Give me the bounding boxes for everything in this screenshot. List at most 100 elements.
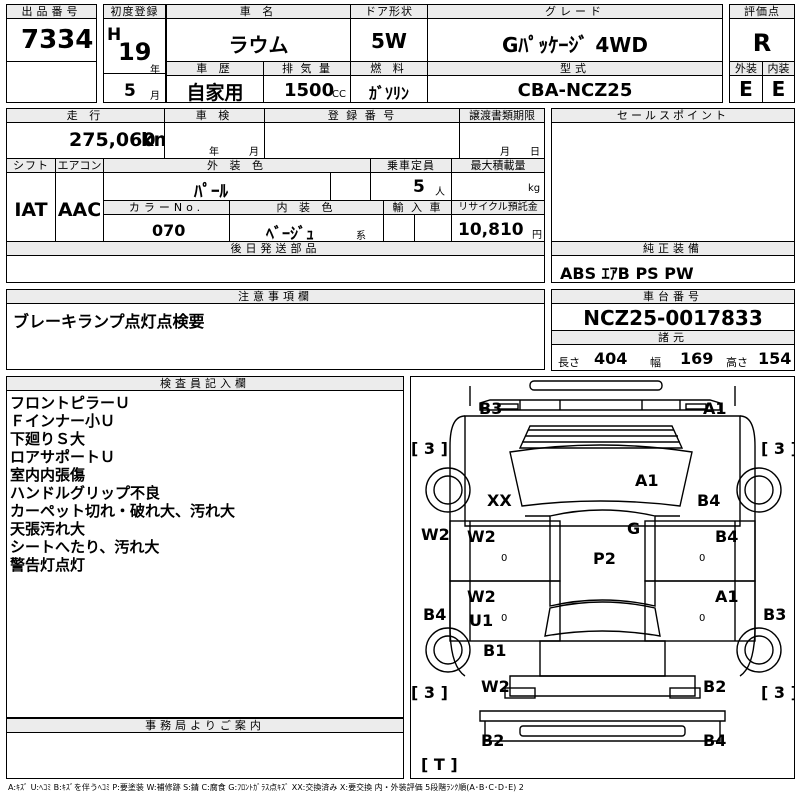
lot-number: 7334 [21, 25, 94, 55]
recycle-fee-unit: 円 [532, 230, 542, 241]
inspector-header: 検査員記入欄 [7, 377, 403, 391]
notes-header: 注意事項欄 [7, 290, 544, 304]
capacity-unit: 人 [435, 187, 445, 198]
width-label: 幅 [650, 356, 661, 369]
damage-mark: A1 [635, 471, 659, 490]
inspection-month-unit: 月 [249, 147, 259, 158]
inspector-line: フロントピラーＵ [10, 394, 131, 412]
color-number: 070 [152, 221, 186, 240]
height-value: 154 [758, 349, 792, 368]
year-unit: 年 [150, 65, 160, 76]
score-header: 評価点 [730, 5, 794, 19]
zero-mark: 0 [699, 613, 706, 624]
lot-number-blank [6, 61, 97, 103]
equipment: ABS ｴｱB PS PW [560, 264, 694, 283]
damage-mark: B4 [715, 527, 739, 546]
damage-mark: B3 [763, 605, 787, 624]
damage-mark: B4 [697, 491, 721, 510]
car-diagram-cell: B3 A1 XX A1 B4 G W2 W2 B4 P2 W2 A1 U1 B3… [410, 376, 795, 779]
exterior-grade: E [739, 77, 753, 101]
interior-cell: 内装 E [762, 61, 795, 103]
chassis-header: 車台番号 [552, 290, 794, 304]
damage-mark: B4 [703, 731, 727, 750]
import-divider [414, 215, 415, 241]
first-reg-month: 5 [124, 81, 136, 101]
color-number-header: カラーNo. [104, 201, 229, 215]
car-name: ラウム [228, 33, 289, 57]
first-registration-cell: 初度登録 H 19 年 5 月 [103, 4, 166, 103]
displacement: 1500 [284, 80, 335, 101]
transfer-deadline-cell: 譲渡書類期限 月 日 [459, 108, 545, 159]
car-name-cell: 車 名 ラウム [166, 4, 351, 62]
damage-mark: G [627, 519, 641, 538]
damage-mark: U1 [469, 611, 494, 630]
length-label: 長さ [558, 356, 580, 369]
damage-mark: A1 [703, 399, 727, 418]
tire-tread-front-right: [ 3 ] [761, 439, 795, 458]
exterior-color-header: 外 装 色 [104, 159, 370, 173]
notes-cell: 注意事項欄 ブレーキランプ点灯点検要 [6, 289, 545, 370]
exterior-color: ﾊﾟｰﾙ [194, 182, 228, 201]
tire-tread-rear-right: [ 3 ] [761, 683, 795, 702]
notes-text: ブレーキランプ点灯点検要 [13, 312, 205, 331]
length-value: 404 [594, 349, 628, 368]
equipment-cell: 純正装備 ABS ｴｱB PS PW [551, 241, 795, 283]
office-notice-header: 事務局よりご案内 [7, 719, 403, 733]
tire-tread-front-left: [ 3 ] [411, 439, 448, 458]
model-header: 型式 [428, 62, 722, 76]
recycle-fee-header: リサイクル預託金 [452, 201, 544, 215]
shift-header: シフト [7, 159, 55, 173]
damage-legend: A:ｷｽﾞ U:ﾍｺﾐ B:ｷｽﾞを伴うﾍｺﾐ P:要塗装 W:補修跡 S:錆 … [8, 783, 524, 792]
transfer-deadline-header: 譲渡書類期限 [460, 109, 544, 123]
score: R [752, 29, 772, 57]
interior-color-header: 内 装 色 [230, 201, 383, 215]
later-parts-cell: 後日発送部品 [6, 241, 545, 283]
lot-number-cell: 出品番号 7334 [6, 4, 97, 62]
door-header: ドア形状 [351, 5, 427, 19]
inspector-line: カーペット切れ・破れ大、汚れ大 [10, 502, 236, 520]
fuel: ｶﾞｿﾘﾝ [368, 84, 409, 103]
damage-mark: W2 [467, 527, 496, 546]
exterior-color-divider [330, 173, 331, 200]
displacement-unit: CC [332, 89, 346, 100]
damage-mark: A1 [715, 587, 739, 606]
damage-mark: B4 [423, 605, 447, 624]
door-cell: ドア形状 5W [350, 4, 428, 62]
fuel-cell: 燃 料 ｶﾞｿﾘﾝ [350, 61, 428, 103]
car-diagram [425, 380, 782, 742]
interior-color: ﾍﾞｰｼﾞｭ [266, 224, 315, 242]
model: CBA-NCZ25 [517, 80, 633, 101]
interior-header: 内装 [763, 62, 794, 76]
recycle-fee-cell: リサイクル預託金 10,810 円 [451, 200, 545, 242]
damage-mark: XX [487, 491, 512, 510]
sales-point-cell: セールスポイント [551, 108, 795, 242]
inspector-line: 警告灯点灯 [10, 556, 86, 574]
damage-mark: B3 [479, 399, 503, 418]
mileage-header: 走 行 [7, 109, 164, 123]
interior-color-unit: 系 [356, 231, 366, 242]
shift: IAT [14, 199, 48, 221]
score-cell: 評価点 R [729, 4, 795, 62]
inspector-line: ハンドルグリップ不良 [10, 484, 161, 502]
equipment-header: 純正装備 [552, 242, 794, 256]
mileage: 275,060 [69, 129, 156, 151]
inspector-line: 下廻りＳ大 [10, 430, 86, 448]
color-number-cell: カラーNo. 070 [103, 200, 230, 242]
zero-mark: 0 [501, 613, 508, 624]
era: H [107, 25, 122, 45]
fuel-header: 燃 料 [351, 62, 427, 76]
inspector-line: Ｆインナー小Ｕ [10, 412, 116, 430]
import-header: 輸 入 車 [384, 201, 451, 215]
exterior-header: 外装 [730, 62, 762, 76]
inspector-line: ロアサポートＵ [10, 448, 116, 466]
mileage-unit: km [141, 129, 164, 151]
grade-cell: グレード Gﾊﾟｯｹｰｼﾞ 4WD [427, 4, 723, 62]
office-notice-cell: 事務局よりご案内 [6, 718, 404, 779]
inspection-year-unit: 年 [209, 147, 219, 158]
damage-mark: B2 [703, 677, 727, 696]
shift-cell: シフト IAT [6, 158, 56, 242]
max-load-cell: 最大積載量 kg [451, 158, 545, 201]
history-header: 車 歴 [167, 62, 263, 76]
transfer-month-unit: 月 [500, 147, 510, 158]
